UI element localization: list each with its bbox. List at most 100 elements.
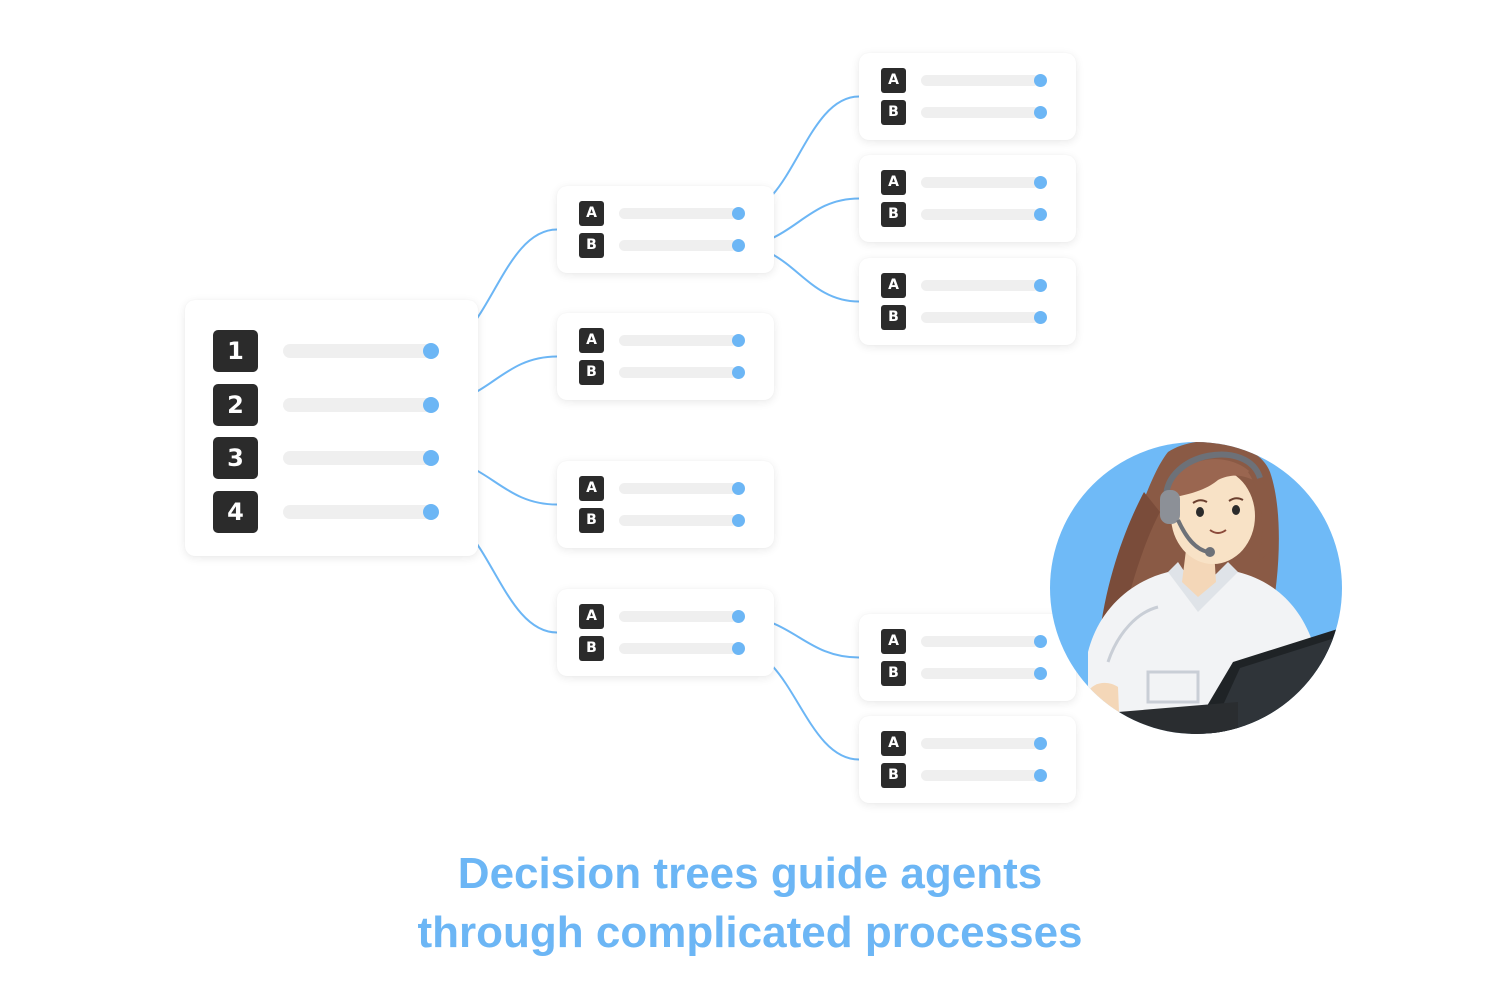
option-badge: A bbox=[579, 328, 604, 353]
option-badge: A bbox=[579, 604, 604, 629]
option-placeholder-bar bbox=[619, 515, 737, 526]
connector-dot[interactable] bbox=[423, 450, 439, 466]
connector-dot[interactable] bbox=[423, 343, 439, 359]
option-placeholder-bar bbox=[283, 397, 433, 412]
connector-dot[interactable] bbox=[1033, 106, 1047, 119]
option-badge: 4 bbox=[213, 490, 258, 533]
option-placeholder-bar bbox=[619, 611, 737, 622]
option-badge: A bbox=[881, 68, 906, 93]
option-badge: B bbox=[579, 636, 604, 661]
option-placeholder-bar bbox=[921, 738, 1039, 749]
option-badge: A bbox=[579, 201, 604, 226]
connector-dot[interactable] bbox=[731, 514, 745, 527]
decision-option[interactable]: B bbox=[579, 360, 764, 385]
option-placeholder-bar bbox=[921, 668, 1039, 679]
decision-option[interactable]: 2 bbox=[213, 383, 468, 426]
decision-option[interactable]: B bbox=[881, 305, 1066, 330]
decision-option[interactable]: 3 bbox=[213, 437, 468, 479]
decision-option[interactable]: A bbox=[579, 476, 764, 501]
option-placeholder-bar bbox=[619, 367, 737, 378]
option-placeholder-bar bbox=[619, 483, 737, 494]
option-placeholder-bar bbox=[921, 636, 1039, 647]
option-placeholder-bar bbox=[921, 107, 1039, 118]
option-badge: 3 bbox=[213, 437, 258, 479]
decision-option[interactable]: B bbox=[881, 763, 1066, 788]
option-badge: A bbox=[881, 170, 906, 195]
decision-option[interactable]: A bbox=[579, 604, 764, 629]
option-placeholder-bar bbox=[921, 312, 1039, 323]
decision-option[interactable]: A bbox=[881, 170, 1066, 195]
option-placeholder-bar bbox=[619, 643, 737, 654]
option-placeholder-bar bbox=[921, 280, 1039, 291]
option-placeholder-bar bbox=[619, 208, 737, 219]
connector-dot[interactable] bbox=[731, 610, 745, 623]
decision-option[interactable]: 1 bbox=[213, 330, 468, 372]
option-badge: 1 bbox=[213, 330, 258, 372]
connector-dot[interactable] bbox=[731, 366, 745, 379]
option-badge: 2 bbox=[213, 383, 258, 426]
option-badge: B bbox=[881, 202, 906, 227]
connector-dot[interactable] bbox=[1033, 737, 1047, 750]
decision-option[interactable]: B bbox=[579, 636, 764, 661]
decision-option[interactable]: A bbox=[579, 328, 764, 353]
option-badge: A bbox=[579, 476, 604, 501]
option-badge: B bbox=[881, 305, 906, 330]
caption-line-2: through complicated processes bbox=[417, 908, 1083, 957]
option-placeholder-bar bbox=[619, 335, 737, 346]
connector-dot[interactable] bbox=[731, 334, 745, 347]
connector-dot[interactable] bbox=[1033, 667, 1047, 680]
option-badge: B bbox=[579, 233, 604, 258]
option-badge: B bbox=[881, 100, 906, 125]
option-badge: B bbox=[579, 508, 604, 533]
connector-dot[interactable] bbox=[1033, 311, 1047, 324]
option-badge: B bbox=[881, 661, 906, 686]
decision-option[interactable]: A bbox=[881, 731, 1066, 756]
option-placeholder-bar bbox=[283, 451, 433, 465]
option-badge: A bbox=[881, 731, 906, 756]
connector-dot[interactable] bbox=[423, 396, 439, 413]
decision-option[interactable]: B bbox=[579, 508, 764, 533]
connector-dot[interactable] bbox=[731, 207, 745, 220]
connector-dot[interactable] bbox=[731, 642, 745, 655]
connector-dot[interactable] bbox=[1033, 769, 1047, 782]
decision-option[interactable]: B bbox=[579, 233, 764, 258]
decision-option[interactable]: 4 bbox=[213, 490, 468, 533]
connector-dot[interactable] bbox=[1033, 176, 1047, 189]
option-placeholder-bar bbox=[619, 240, 737, 251]
option-badge: B bbox=[579, 360, 604, 385]
connector-dot[interactable] bbox=[1033, 208, 1047, 221]
decision-option[interactable]: B bbox=[881, 202, 1066, 227]
connector-dot[interactable] bbox=[1033, 635, 1047, 648]
decision-option[interactable]: A bbox=[579, 201, 764, 226]
decision-option[interactable]: B bbox=[881, 100, 1066, 125]
decision-option[interactable]: A bbox=[881, 629, 1066, 654]
connector-dot[interactable] bbox=[1033, 74, 1047, 87]
option-badge: A bbox=[881, 273, 906, 298]
connector-dot[interactable] bbox=[731, 239, 745, 252]
connector-dot[interactable] bbox=[1033, 279, 1047, 292]
decision-option[interactable]: A bbox=[881, 68, 1066, 93]
support-agent-icon bbox=[1048, 432, 1344, 738]
decision-option[interactable]: A bbox=[881, 273, 1066, 298]
option-placeholder-bar bbox=[283, 504, 433, 519]
connector-dot[interactable] bbox=[423, 503, 439, 520]
decision-option[interactable]: B bbox=[881, 661, 1066, 686]
caption-line-1: Decision trees guide agents bbox=[457, 849, 1043, 898]
option-badge: A bbox=[881, 629, 906, 654]
option-placeholder-bar bbox=[921, 209, 1039, 220]
connector-dot[interactable] bbox=[731, 482, 745, 495]
root-decision-card: 1 2 3 4 bbox=[185, 300, 478, 556]
option-placeholder-bar bbox=[921, 75, 1039, 86]
option-placeholder-bar bbox=[283, 344, 433, 358]
option-placeholder-bar bbox=[921, 770, 1039, 781]
option-placeholder-bar bbox=[921, 177, 1039, 188]
